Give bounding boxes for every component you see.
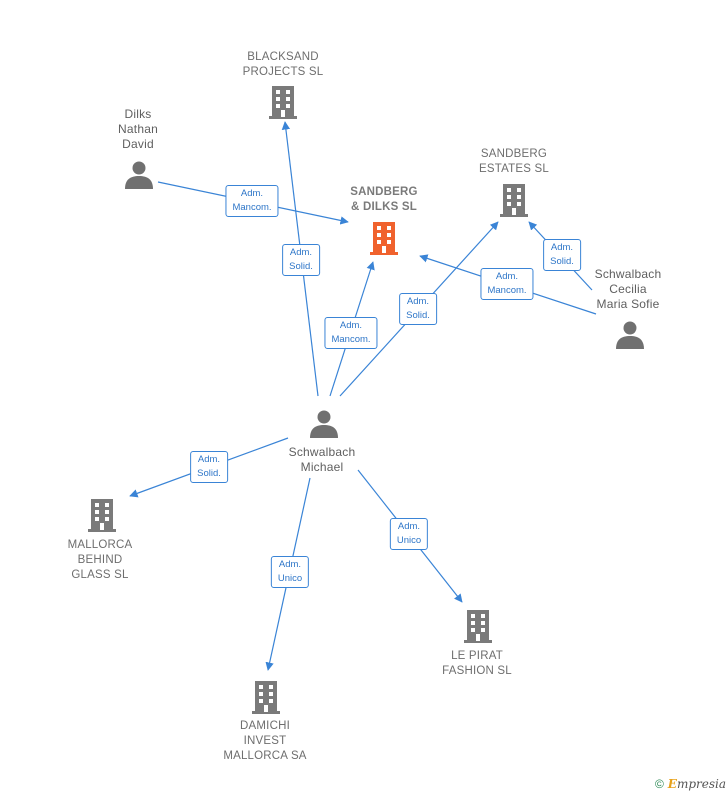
person-icon-cecilia [616,321,644,349]
person-label-michael[interactable]: Schwalbach Michael [288,445,356,474]
brand-logo: Empresia [667,777,726,791]
edge-label-michael-lepirat: Adm. Unico [389,518,429,550]
company-label-le-pirat[interactable]: LE PIRAT FASHION SL [442,650,512,677]
company-label-mallorca[interactable]: MALLORCA BEHIND GLASS SL [67,539,133,581]
copyright-icon: © [654,777,664,791]
building-icon-blacksand [269,86,297,119]
edge-label-michael-mallorca: Adm. Solid. [190,451,228,483]
building-icon-damichi [252,681,280,714]
person-icon-dilks [125,161,153,189]
edge-label-cecilia-sd: Adm. Mancom. [480,268,534,300]
edge-label-michael-blacksand: Adm. Solid. [282,244,320,276]
company-label-blacksand[interactable]: BLACKSAND PROJECTS SL [242,51,324,78]
person-icon-michael [310,410,338,438]
edge-label-dilks-sd: Adm. Mancom. [225,185,279,217]
footer-brand: ©Empresia [655,777,726,791]
edge-label-cecilia-estates: Adm. Solid. [543,239,581,271]
person-label-cecilia[interactable]: Schwalbach Cecilia Maria Sofie [594,267,662,311]
building-icon-sandberg-dilks [370,222,398,255]
person-label-dilks[interactable]: Dilks Nathan David [118,107,158,151]
edge-label-michael-sd: Adm. Mancom. [324,317,378,349]
building-icon-mallorca [88,499,116,532]
building-icon-le-pirat [464,610,492,643]
company-label-damichi[interactable]: DAMICHI INVEST MALLORCA SA [223,720,307,762]
building-icon-sandberg-estates [500,184,528,217]
company-label-sandberg-estates[interactable]: SANDBERG ESTATES SL [479,148,549,175]
edge-label-michael-damichi: Adm. Unico [270,556,310,588]
company-label-sandberg-dilks[interactable]: SANDBERG & DILKS SL [350,186,418,213]
edge-label-michael-estates: Adm. Solid. [399,293,437,325]
